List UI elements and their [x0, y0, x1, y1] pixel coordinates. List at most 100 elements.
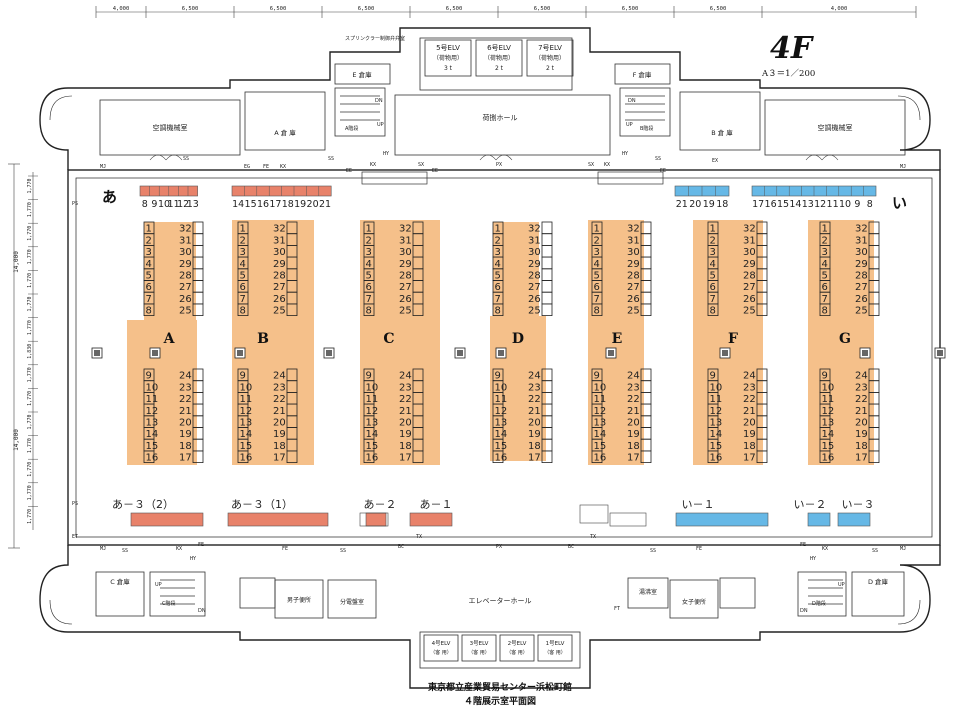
- booth-number: 19: [273, 429, 286, 440]
- booth-number: 23: [528, 382, 541, 393]
- booth-number: 2: [240, 235, 246, 246]
- bottom-booth-strip: [130, 512, 204, 527]
- booth-number: 1: [594, 224, 600, 235]
- booth-number: 6: [146, 282, 152, 293]
- mens-toilet-label: 男子便所: [287, 596, 311, 604]
- tag-kx-1: KX: [280, 164, 286, 170]
- booth-number: 3: [822, 247, 828, 258]
- booth-number: 8: [146, 306, 152, 317]
- c-warehouse-label: C 倉庫: [110, 577, 130, 586]
- left-dimension-label: 1,770: [27, 296, 33, 311]
- wall-booth-number: 12: [177, 199, 189, 210]
- booth-number: 30: [179, 247, 192, 258]
- booth-number: 27: [627, 282, 640, 293]
- elv4-name: 4号ELV: [432, 640, 451, 647]
- column-marker-core: [237, 350, 243, 356]
- booth-number: 14: [366, 429, 379, 440]
- top-doors: [149, 154, 839, 161]
- orange-zone: [232, 220, 314, 465]
- column-marker-core: [608, 350, 614, 356]
- b-warehouse-label: B 倉 庫: [711, 128, 733, 137]
- bottom-fixture: [359, 512, 389, 527]
- booth-number: 32: [399, 224, 412, 235]
- booth-number: 26: [179, 294, 192, 305]
- booth-number: 27: [179, 282, 192, 293]
- booth-number: 28: [399, 271, 412, 282]
- elv7-name: 7号ELV: [538, 44, 562, 52]
- zone-label-right: い: [892, 194, 907, 212]
- elv1-name: 1号ELV: [546, 640, 565, 647]
- booth-cell: [541, 233, 553, 246]
- column-marker-core: [722, 350, 728, 356]
- booth-number: 7: [710, 294, 716, 305]
- booth-number: 10: [594, 382, 607, 393]
- tag-ss-3: SS: [655, 156, 661, 162]
- ac-left-label: 空調機械室: [153, 123, 188, 132]
- booth-cell: [143, 450, 155, 463]
- booth-number: 4: [495, 259, 501, 270]
- booth-number: 27: [273, 282, 286, 293]
- booth-number: 20: [399, 418, 412, 429]
- e-warehouse-label: E 倉庫: [352, 70, 372, 79]
- booth-number: 24: [273, 371, 286, 382]
- booth-number: 23: [179, 382, 192, 393]
- booth-number: 21: [273, 406, 286, 417]
- booth-number: 6: [366, 282, 372, 293]
- booth-number: 19: [399, 429, 412, 440]
- booth-number: 19: [855, 429, 868, 440]
- tag-kx-3: KX: [604, 162, 610, 168]
- booth-cell: [541, 303, 553, 316]
- zone-label-left: あ: [102, 188, 117, 206]
- booth-number: 27: [399, 282, 412, 293]
- bottom-rooms: [95, 571, 905, 669]
- booth-number: 17: [179, 453, 192, 464]
- booth-number: 12: [366, 406, 379, 417]
- booth-number: 8: [710, 306, 716, 317]
- tag-ss-7: SS: [872, 548, 878, 554]
- booth-number: 20: [627, 418, 640, 429]
- wall-booth-number: 18: [282, 199, 294, 210]
- booth-number: 18: [627, 441, 640, 452]
- booth-number: 18: [855, 441, 868, 452]
- booth-cell: [868, 450, 880, 463]
- column-marker-core: [152, 350, 158, 356]
- f-warehouse-label: F 倉庫: [633, 70, 652, 79]
- booth-number: 26: [627, 294, 640, 305]
- booth-number: 32: [743, 224, 756, 235]
- column-marker-core: [94, 350, 100, 356]
- wall-booth-number: 16: [765, 199, 777, 210]
- booth-number: 5: [822, 271, 828, 282]
- booth-number: 24: [855, 371, 868, 382]
- booth-number: 21: [399, 406, 412, 417]
- booth-number: 18: [273, 441, 286, 452]
- elv6-cap: 2 t: [495, 65, 504, 72]
- orange-zones: [127, 220, 874, 465]
- booth-number: 11: [146, 394, 159, 405]
- booth-number: 7: [366, 294, 372, 305]
- wall-booth-number: 15: [245, 199, 257, 210]
- booth-number: 10: [822, 382, 835, 393]
- booth-number: 3: [495, 247, 501, 258]
- booth-cell: [412, 450, 424, 463]
- booth-number: 25: [273, 306, 286, 317]
- left-dimension-label: 1,770: [27, 485, 33, 500]
- tag-ss-4: SS: [122, 548, 128, 554]
- island-letter: D: [512, 331, 524, 347]
- top-room-labels: 5号ELV （荷物用） 3 t 6号ELV （荷物用） 2 t 7号ELV （荷…: [153, 35, 853, 137]
- booth-number: 26: [399, 294, 412, 305]
- booth-number: 4: [710, 259, 716, 270]
- equipment-tags: SS EG FE KX SS HY KX SX EE EE PX SX KX H…: [72, 151, 906, 612]
- bottom-booth-label: あ－３（2）: [112, 498, 174, 511]
- bottom-fixture: [579, 504, 609, 524]
- booth-number: 15: [366, 441, 379, 452]
- left-dimension-label: 1,770: [27, 226, 33, 241]
- wall-booth-number: 21: [319, 199, 331, 210]
- booth-number: 18: [743, 441, 756, 452]
- booth-number: 4: [822, 259, 828, 270]
- booth-number: 20: [273, 418, 286, 429]
- booth-number: 30: [399, 247, 412, 258]
- tag-ps-2: PS: [72, 501, 78, 507]
- booth-number: 26: [743, 294, 756, 305]
- booth-number: 1: [240, 224, 246, 235]
